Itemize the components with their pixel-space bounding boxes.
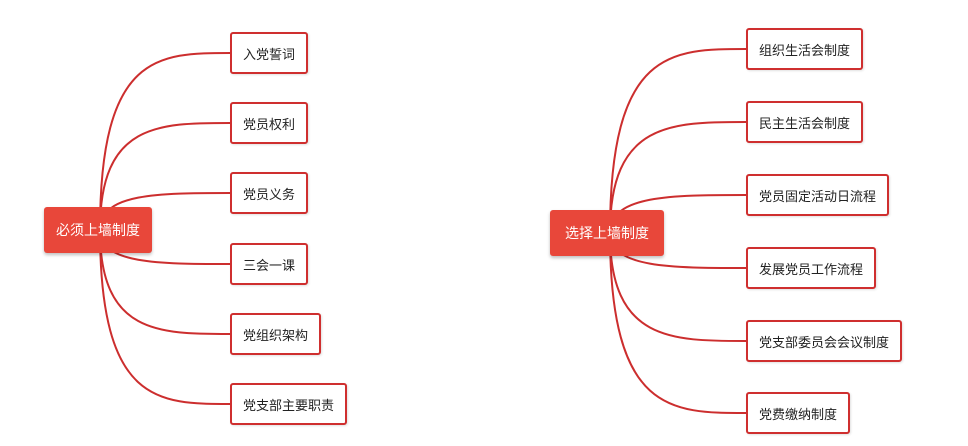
leaf-node: 党员固定活动日流程 xyxy=(746,174,890,216)
leaf-node: 党费缴纳制度 xyxy=(746,392,851,434)
root-node-optional: 选择上墙制度 xyxy=(550,210,664,256)
leaf-node: 三会一课 xyxy=(230,243,309,285)
leaf-node: 组织生活会制度 xyxy=(746,28,864,70)
leaf-node: 党员权利 xyxy=(230,102,309,144)
leaf-node: 党支部主要职责 xyxy=(230,383,348,425)
leaf-node: 党组织架构 xyxy=(230,313,322,355)
leaf-node: 党员义务 xyxy=(230,172,309,214)
leaf-node: 民主生活会制度 xyxy=(746,101,864,143)
leaf-node: 入党誓词 xyxy=(230,32,309,74)
branch-line xyxy=(99,229,231,405)
branch-line xyxy=(99,229,231,335)
branch-line xyxy=(99,52,231,231)
root-node-required: 必须上墙制度 xyxy=(44,207,152,253)
branch-line xyxy=(609,232,747,414)
leaf-node: 发展党员工作流程 xyxy=(746,247,877,289)
branch-line xyxy=(609,48,747,234)
branch-line xyxy=(609,232,747,342)
branch-line xyxy=(609,121,747,234)
leaf-node: 党支部委员会会议制度 xyxy=(746,320,903,362)
right-branch-lines xyxy=(609,48,747,414)
branch-line xyxy=(99,122,231,231)
